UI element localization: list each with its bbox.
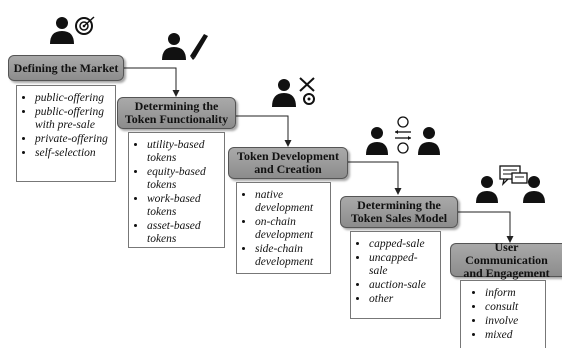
step-3-box: Token Development and Creation — [228, 147, 348, 179]
step-4-title: Determining the Token Sales Model — [350, 198, 448, 225]
step-5-option: involve — [485, 315, 541, 328]
step-2-title: Determining the Token Functionality — [124, 99, 229, 126]
connector-4-5 — [458, 211, 514, 243]
person-pen-icon — [160, 30, 210, 65]
person-target-icon — [48, 14, 100, 49]
connector-3-4 — [348, 161, 402, 195]
step-1-option: private-offering — [35, 133, 111, 146]
step-1-option: public-offering with pre-sale — [35, 106, 111, 132]
step-4-option: auction-sale — [369, 279, 436, 292]
step-2-option: asset-based tokens — [147, 220, 220, 246]
step-1-title: Defining the Market — [13, 60, 119, 75]
step-4-options: capped-sale uncapped-sale auction-sale o… — [350, 231, 441, 319]
step-1-options: public-offering public-offering with pre… — [16, 85, 116, 182]
step-2-options: utility-based tokens equity-based tokens… — [128, 132, 225, 248]
step-3-title: Token Development and Creation — [237, 149, 339, 176]
step-5-title: User Communication and Engagement — [463, 239, 550, 280]
step-2-option: equity-based tokens — [147, 166, 220, 192]
step-2-option: work-based tokens — [147, 193, 220, 219]
step-3-option: on-chain development — [255, 216, 326, 242]
step-1-box: Defining the Market — [8, 55, 124, 81]
people-exchange-icon — [366, 115, 440, 160]
step-3-option: side-chain development — [255, 243, 326, 269]
step-5-option: mixed — [485, 329, 541, 342]
connector-2-3 — [236, 115, 292, 147]
step-3-option: native development — [255, 189, 326, 215]
step-2-box: Determining the Token Functionality — [117, 97, 236, 129]
step-5-option: inform — [485, 287, 541, 300]
step-5-box: User Communication and Engagement — [450, 239, 562, 280]
step-2-option: utility-based tokens — [147, 139, 220, 165]
step-3-options: native development on-chain development … — [236, 182, 331, 274]
step-4-option: capped-sale — [369, 238, 436, 251]
step-4-box: Determining the Token Sales Model — [340, 196, 458, 228]
step-5-option: consult — [485, 301, 541, 314]
people-chat-icon — [476, 165, 546, 208]
step-1-option: public-offering — [35, 92, 111, 105]
person-tools-icon — [270, 75, 320, 112]
step-1-option: self-selection — [35, 147, 111, 160]
step-4-option: other — [369, 293, 436, 306]
step-5-options: inform consult involve mixed — [460, 280, 546, 348]
connector-1-2 — [124, 67, 180, 97]
step-4-option: uncapped-sale — [369, 252, 436, 278]
